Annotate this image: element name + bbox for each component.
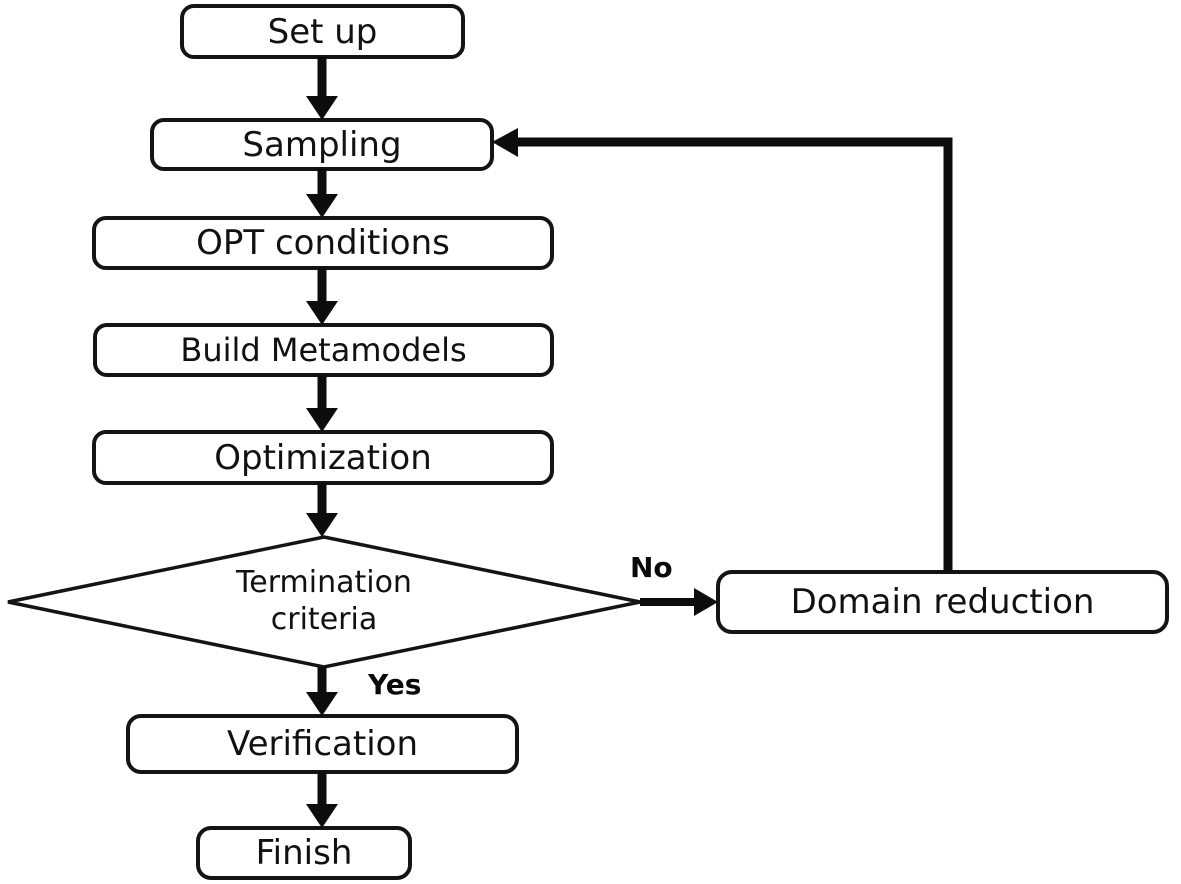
edge-verification-to-finish [306, 772, 338, 828]
node-shape-sampling[interactable] [150, 118, 494, 171]
node-shape-opt-conditions[interactable] [92, 216, 554, 270]
node-shape-verification[interactable] [126, 714, 519, 774]
edge-setup-to-sampling [306, 57, 338, 120]
arrowhead-icon [306, 301, 338, 325]
edge-termination-yes-to-verification [306, 667, 338, 716]
node-shape-setup[interactable] [180, 4, 465, 59]
arrowhead-icon [306, 408, 338, 432]
node-shape-finish[interactable] [196, 826, 412, 880]
node-shape-optimization[interactable] [92, 430, 554, 485]
node-shape-domain-reduction[interactable] [716, 570, 1169, 634]
arrowhead-icon [492, 128, 518, 157]
edge-build-metamodels-to-optimization [306, 375, 338, 432]
arrowhead-icon [306, 194, 338, 218]
node-shapes [7, 4, 1169, 880]
arrowhead-icon [306, 96, 338, 120]
edge-sampling-to-opt-conditions [306, 169, 338, 218]
edge-optimization-to-termination [306, 483, 338, 537]
arrowhead-icon [306, 804, 338, 828]
arrowhead-icon [306, 692, 338, 716]
node-shape-build-metamodels[interactable] [93, 323, 554, 377]
arrowhead-icon [306, 513, 338, 537]
node-shape-termination-criteria[interactable] [7, 535, 641, 669]
arrowhead-icon [694, 588, 718, 616]
edge-opt-conditions-to-build-metamodels [306, 268, 338, 325]
edge-domain-reduction-to-sampling [492, 128, 953, 572]
edge-termination-no-to-domain-reduction [640, 588, 718, 616]
